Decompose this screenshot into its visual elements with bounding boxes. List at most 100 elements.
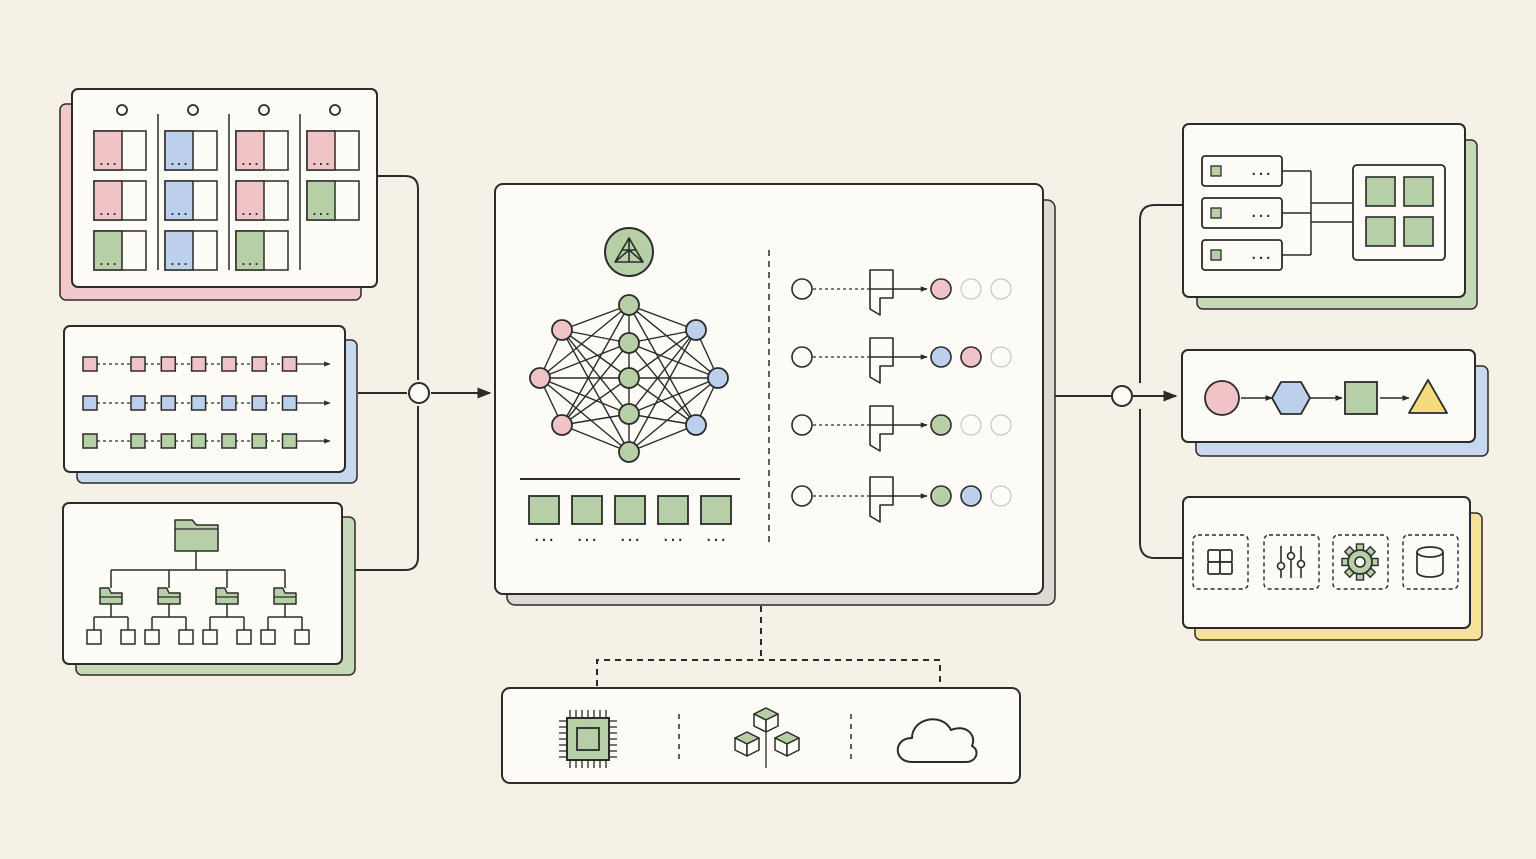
board-card: ... [93,180,147,221]
flow-row [791,476,1012,523]
core-block: ... [614,495,646,544]
board-card-label: ... [98,255,118,268]
board-card: ... [306,180,360,221]
grid-cell [1365,176,1396,207]
flow-token-empty [990,346,1012,368]
flow-token [930,278,952,300]
flow-source [791,485,813,507]
sequence-node [130,395,146,411]
folder-icon [174,519,219,552]
file-icon [120,629,136,645]
board-card: ... [164,230,218,271]
board-card-label: ... [240,205,260,218]
flow-source [791,278,813,300]
server-unit: ... [1201,197,1311,229]
board-card: ... [306,130,360,171]
network-node [618,403,640,425]
core-block-label: ... [705,530,727,544]
sequence-node [130,356,146,372]
storage-grid [1352,164,1446,261]
subfolder-icon [157,587,181,605]
board-column-marker [116,104,128,116]
board-column-marker [329,104,341,116]
server-panel: ......... [1182,123,1478,310]
subfolder-icon [273,587,297,605]
file-icon [86,629,102,645]
file-icon [260,629,276,645]
board-card: ... [164,180,218,221]
sequence-row [82,356,331,372]
cubes-icon [734,707,800,768]
core-block: ... [528,495,560,544]
flow-token [960,485,982,507]
flow-gate-icon [869,269,894,316]
sequence-node [130,433,146,449]
network-node [551,319,573,341]
server-led [1210,165,1222,177]
server-led [1210,207,1222,219]
sliders-icon [1263,534,1320,590]
flow-source [791,414,813,436]
board-card-label: ... [169,205,189,218]
core-panel: ............... [494,183,1056,606]
connectors [355,175,1182,686]
board-card: ... [93,130,147,171]
flow-token-empty [960,414,982,436]
grid-cell [1403,216,1434,247]
file-icon [178,629,194,645]
subfolder-icon [99,587,123,605]
board-card: ... [235,180,289,221]
infra-panel [501,687,1021,784]
pipeline-triangle [1408,379,1448,414]
flow-token-empty [990,278,1012,300]
network-node [618,294,640,316]
network-node [529,367,551,389]
sequence-node [82,356,98,372]
file-icon [202,629,218,645]
database-icon [1402,534,1459,590]
server-unit: ... [1201,155,1311,187]
board-card-label: ... [98,155,118,168]
file-icon [294,629,310,645]
sequence-node [251,356,267,372]
connector-tree [355,406,419,571]
network-node [618,441,640,463]
flow-gate-icon [869,405,894,452]
sequence-node [160,356,177,372]
sequence-node [281,356,298,372]
sequence-row [82,395,331,411]
core-block-label: ... [533,530,555,544]
board-card: ... [93,230,147,271]
connector-servers [1139,204,1182,383]
apps-grid-icon [1192,534,1249,590]
sequence-node [251,395,267,411]
board-card-label: ... [169,155,189,168]
pipeline-panel [1181,349,1489,457]
server-label: ... [1250,248,1272,262]
sequence-panel [63,325,358,484]
flow-token-empty [990,414,1012,436]
core-block: ... [700,495,732,544]
sequence-node [160,433,177,449]
folder-tree-panel [62,502,356,676]
flow-token [930,485,952,507]
sequence-row [82,433,331,449]
flow-row [791,337,1012,384]
flow-source [791,346,813,368]
sequence-node [82,395,98,411]
core-block: ... [571,495,603,544]
gear-icon [1332,534,1389,590]
flow-token-empty [960,278,982,300]
core-block-label: ... [576,530,598,544]
file-icon [144,629,160,645]
network-node [685,319,707,341]
sequence-node [281,433,298,449]
sequence-node [160,395,177,411]
sequence-node [221,356,237,372]
flow-row [791,269,1012,316]
board-card: ... [235,130,289,171]
flow-gate-icon [869,337,894,384]
server-unit: ... [1201,239,1311,271]
file-icon [236,629,252,645]
